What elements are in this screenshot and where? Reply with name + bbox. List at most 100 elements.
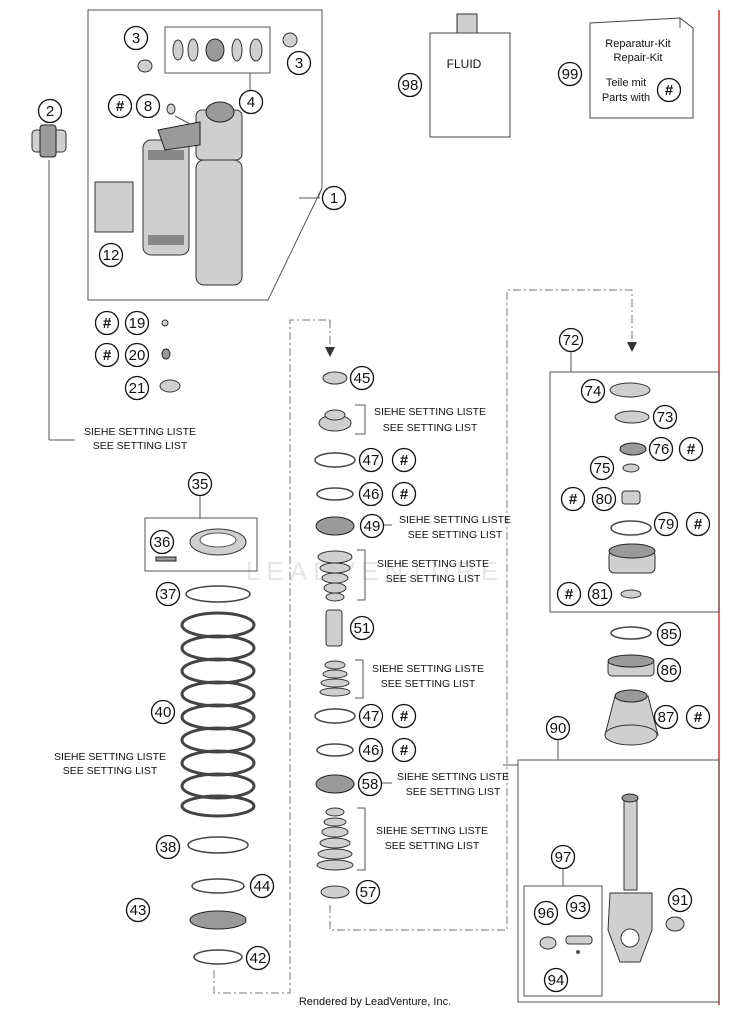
callout-43: 43 bbox=[125, 897, 151, 923]
callout-number: 58 bbox=[362, 776, 379, 793]
setting-stack-1 bbox=[318, 409, 352, 432]
callout-number: 86 bbox=[661, 662, 678, 679]
hash-symbol: # bbox=[400, 708, 409, 725]
callout-number: 76 bbox=[653, 441, 670, 458]
part-20 bbox=[161, 348, 171, 360]
part-47a bbox=[314, 452, 356, 468]
part-35-bracket bbox=[144, 517, 258, 572]
hash-47b-marker: # bbox=[391, 703, 417, 729]
part-79 bbox=[610, 520, 652, 536]
setting-note-en-c: SEE SETTING LIST bbox=[381, 678, 476, 690]
setting-note-de-2: SIEHE SETTING LISTE bbox=[84, 426, 196, 438]
hash-symbol: # bbox=[687, 441, 696, 458]
hash-c19-marker: # bbox=[94, 310, 120, 336]
part-49-bearing bbox=[315, 516, 355, 536]
part-45 bbox=[322, 371, 348, 385]
part-43-seat bbox=[189, 910, 247, 930]
callout-number: 3 bbox=[132, 30, 140, 47]
setting-note-en-58: SEE SETTING LIST bbox=[406, 786, 501, 798]
part-3-right bbox=[282, 32, 298, 48]
dashed-guide-left bbox=[213, 319, 330, 994]
callout-46b: 46 bbox=[358, 737, 384, 763]
callout-number: 1 bbox=[330, 190, 338, 207]
hash-symbol: # bbox=[103, 315, 112, 332]
repair-kit-line4: Parts with bbox=[602, 92, 650, 104]
part-38-washer bbox=[187, 836, 249, 854]
callout-number: 57 bbox=[360, 884, 377, 901]
callout-74: 74 bbox=[580, 378, 606, 404]
repair-kit-line2: Repair-Kit bbox=[614, 52, 663, 64]
part-3-left bbox=[137, 59, 153, 73]
part-72-bracket bbox=[549, 371, 720, 613]
callout-91: 91 bbox=[667, 887, 693, 913]
callout-3a: 3 bbox=[123, 25, 149, 51]
seal-kit-parts bbox=[172, 38, 263, 62]
callout-81: 81 bbox=[587, 581, 613, 607]
callout-99: 99 bbox=[557, 61, 583, 87]
part-72-cap bbox=[608, 543, 656, 574]
part-46a bbox=[316, 487, 354, 501]
callout-36: 36 bbox=[149, 529, 175, 555]
hash-46a-marker: # bbox=[391, 481, 417, 507]
watermark-text: LEADVENTURE bbox=[246, 556, 504, 586]
callout-49: 49 bbox=[359, 513, 385, 539]
part-75 bbox=[622, 463, 640, 473]
callout-47b: 47 bbox=[358, 703, 384, 729]
callout-number: 81 bbox=[592, 586, 609, 603]
part-40-spring bbox=[180, 611, 256, 818]
hash-symbol: # bbox=[569, 491, 578, 508]
part-87-bump-stop bbox=[604, 689, 659, 746]
hash-80-marker: # bbox=[560, 486, 586, 512]
callout-number: 49 bbox=[364, 518, 381, 535]
part-76 bbox=[619, 442, 647, 456]
part-73 bbox=[614, 410, 650, 424]
callout-number: 45 bbox=[354, 370, 371, 387]
setting-note-en-2: SEE SETTING LIST bbox=[93, 440, 188, 452]
callout-number: 94 bbox=[548, 972, 565, 989]
hash-symbol: # bbox=[694, 516, 703, 533]
setting-note-en-a: SEE SETTING LIST bbox=[383, 422, 478, 434]
setting-note-de-40: SIEHE SETTING LISTE bbox=[54, 751, 166, 763]
dashed-guide-right bbox=[329, 289, 633, 931]
hash-87-marker: # bbox=[685, 704, 711, 730]
hash-76-marker: # bbox=[678, 436, 704, 462]
callouts: 1233481219202135363738404243444546464747… bbox=[37, 25, 693, 993]
callout-2: 2 bbox=[37, 98, 63, 124]
callout-58: 58 bbox=[357, 771, 383, 797]
fluid-label: FLUID bbox=[447, 57, 482, 71]
part-90-bracket bbox=[517, 759, 720, 1003]
part-85 bbox=[610, 626, 652, 640]
hash-c8-marker: # bbox=[107, 93, 133, 119]
hash-99-marker: # bbox=[656, 77, 682, 103]
repair-kit-line1: Reparatur-Kit bbox=[605, 38, 670, 50]
callout-number: 87 bbox=[658, 709, 675, 726]
part-96-93-94 bbox=[539, 935, 593, 954]
callout-number: 91 bbox=[672, 892, 689, 909]
callout-number: 42 bbox=[250, 950, 267, 967]
leader-lines bbox=[174, 115, 518, 766]
hash-symbol: # bbox=[400, 452, 409, 469]
repair-kit-line3: Teile mit bbox=[606, 77, 646, 89]
piston-rod bbox=[607, 793, 653, 963]
callout-number: 46 bbox=[363, 742, 380, 759]
fluid-bottle bbox=[429, 13, 511, 138]
hash-symbol: # bbox=[400, 486, 409, 503]
hash-46b-marker: # bbox=[391, 737, 417, 763]
setting-note-de-c: SIEHE SETTING LISTE bbox=[372, 663, 484, 675]
part-51-piston bbox=[325, 609, 343, 647]
callout-85: 85 bbox=[656, 621, 682, 647]
callout-number: 51 bbox=[354, 620, 371, 637]
callout-number: 20 bbox=[129, 347, 146, 364]
part-44-ring bbox=[191, 878, 245, 894]
hash-symbol: # bbox=[116, 98, 125, 115]
part-8 bbox=[166, 103, 176, 115]
callout-75: 75 bbox=[589, 455, 615, 481]
callout-47a: 47 bbox=[358, 447, 384, 473]
callout-number: 46 bbox=[363, 486, 380, 503]
callout-38: 38 bbox=[155, 834, 181, 860]
callout-37: 37 bbox=[155, 581, 181, 607]
setting-note-en-40: SEE SETTING LIST bbox=[63, 765, 158, 777]
callout-97: 97 bbox=[550, 844, 576, 870]
